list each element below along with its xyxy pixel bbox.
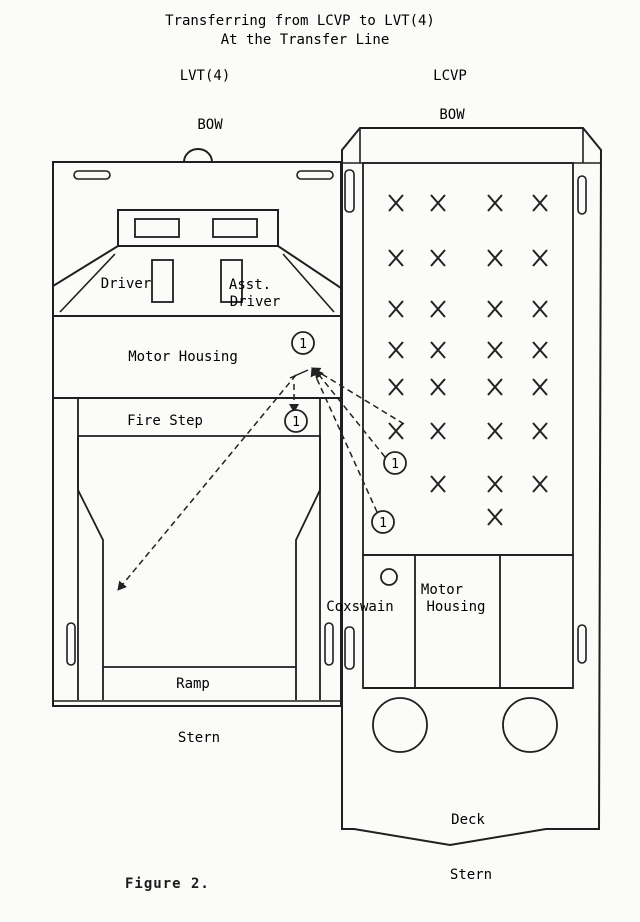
- lcvp-troop-marks: [388, 194, 548, 526]
- arrow-from-lcvp-upper: [311, 367, 405, 425]
- lvt-stern-label: Stern: [178, 730, 220, 746]
- troop-mark-r5-3: [487, 378, 503, 396]
- troop-mark-r1-4: [532, 194, 548, 212]
- lvt-bow-hatch-right: [296, 170, 334, 180]
- troop-mark-r4-1: [388, 341, 404, 359]
- troop-mark-r1-3: [487, 194, 503, 212]
- troop-mark-r4-2: [430, 341, 446, 359]
- marker-1c: 1: [383, 451, 407, 475]
- troop-mark-r2-3: [487, 249, 503, 267]
- lcvp-deck-circle-right: [502, 697, 558, 753]
- lcvp-vehicle: [341, 127, 603, 847]
- title-line1: Transferring from LCVP to LVT(4): [165, 13, 435, 29]
- lvt-cab-inner-left: [59, 253, 116, 313]
- marker-1b-label: 1: [292, 415, 300, 430]
- lvt-cab-outline: [52, 245, 342, 316]
- lcvp-side-hatch-left-bow: [344, 169, 355, 213]
- troop-mark-r2-4: [532, 249, 548, 267]
- troop-mark-r6-3: [487, 422, 503, 440]
- troop-mark-r4-3: [487, 341, 503, 359]
- lcvp-helm-wheel: [380, 568, 398, 586]
- lcvp-motor-housing-label-2: Housing: [426, 599, 485, 615]
- lvt-driver-seat: [151, 259, 174, 303]
- title-line2: At the Transfer Line: [221, 32, 390, 48]
- arrow-tick: [289, 369, 309, 379]
- arrow-from-lcvp-middle: [314, 369, 386, 458]
- lcvp-side-hatch-left-stern: [344, 626, 355, 670]
- lvt-bow-hatch-left: [73, 170, 111, 180]
- troop-mark-r2-2: [430, 249, 446, 267]
- troop-mark-r1-2: [430, 194, 446, 212]
- troop-mark-r5-4: [532, 378, 548, 396]
- lvt-asst-driver-label-1: Asst.: [229, 277, 271, 293]
- lvt-window-right: [212, 218, 258, 238]
- lvt-driver-label: Driver: [101, 276, 152, 292]
- arrow-from-lcvp-lower: [310, 367, 378, 513]
- figure-caption: Figure 2.: [125, 876, 210, 892]
- troop-mark-r7-2: [487, 475, 503, 493]
- lvt-ramp-label: Ramp: [176, 676, 210, 692]
- troop-mark-r8-1: [487, 508, 503, 526]
- lcvp-troop-well: [362, 162, 574, 556]
- lcvp-side-hatch-right-stern: [577, 624, 587, 664]
- troop-mark-r5-2: [430, 378, 446, 396]
- lvt-cargo-well-left: [77, 436, 104, 700]
- lvt-fire-step-label: Fire Step: [127, 413, 203, 429]
- lcvp-stern-label: Stern: [450, 867, 492, 883]
- troop-mark-r3-1: [388, 300, 404, 318]
- troop-mark-r6-1: [388, 422, 404, 440]
- lvt-side-hatch-left: [66, 622, 76, 666]
- lvt-hull-outline: [52, 161, 342, 707]
- troop-mark-r5-1: [388, 378, 404, 396]
- marker-1b: 1: [284, 409, 308, 433]
- lvt-asst-driver-label-2: Driver: [230, 294, 281, 310]
- marker-1a: 1: [291, 331, 315, 355]
- lcvp-name-label: LCVP: [433, 68, 467, 84]
- lvt-motor-housing-label: Motor Housing: [128, 349, 238, 365]
- marker-1d: 1: [371, 510, 395, 534]
- lcvp-motor-housing-label-1: Motor: [421, 582, 463, 598]
- marker-1d-label: 1: [379, 516, 387, 531]
- lvt-vehicle: [52, 148, 342, 707]
- troop-mark-r2-1: [388, 249, 404, 267]
- lcvp-deck-label: Deck: [451, 812, 485, 828]
- troop-mark-r4-4: [532, 341, 548, 359]
- lvt-cab-inner-right: [282, 253, 335, 313]
- lvt-cargo-well-right: [295, 436, 321, 700]
- lvt-name-label: LVT(4): [180, 68, 231, 84]
- marker-1a-label: 1: [299, 337, 307, 352]
- lcvp-stern-compartment: [362, 554, 574, 689]
- arrow-into-lvt-cargo: [117, 374, 297, 591]
- troop-mark-r6-4: [532, 422, 548, 440]
- lcvp-side-hatch-right-bow: [577, 175, 587, 215]
- lcvp-hull-outline: [341, 127, 603, 847]
- lvt-bow-label: BOW: [197, 117, 223, 133]
- lcvp-bow-label: BOW: [439, 107, 465, 123]
- lvt-asst-driver-seat: [220, 259, 243, 303]
- lvt-bow-dome: [183, 148, 213, 163]
- lcvp-coxswain-label: Coxswain: [326, 599, 393, 615]
- troop-mark-r3-2: [430, 300, 446, 318]
- troop-mark-r6-2: [430, 422, 446, 440]
- troop-mark-r3-4: [532, 300, 548, 318]
- marker-1c-label: 1: [391, 457, 399, 472]
- transfer-arrows: [117, 367, 405, 591]
- lvt-side-hatch-right: [324, 622, 334, 666]
- lvt-window-left: [134, 218, 180, 238]
- troop-mark-r3-3: [487, 300, 503, 318]
- troop-mark-r1-1: [388, 194, 404, 212]
- troop-mark-r7-3: [532, 475, 548, 493]
- troop-mark-r7-1: [430, 475, 446, 493]
- lcvp-deck-circle-left: [372, 697, 428, 753]
- lvt-windshield-frame: [117, 209, 279, 247]
